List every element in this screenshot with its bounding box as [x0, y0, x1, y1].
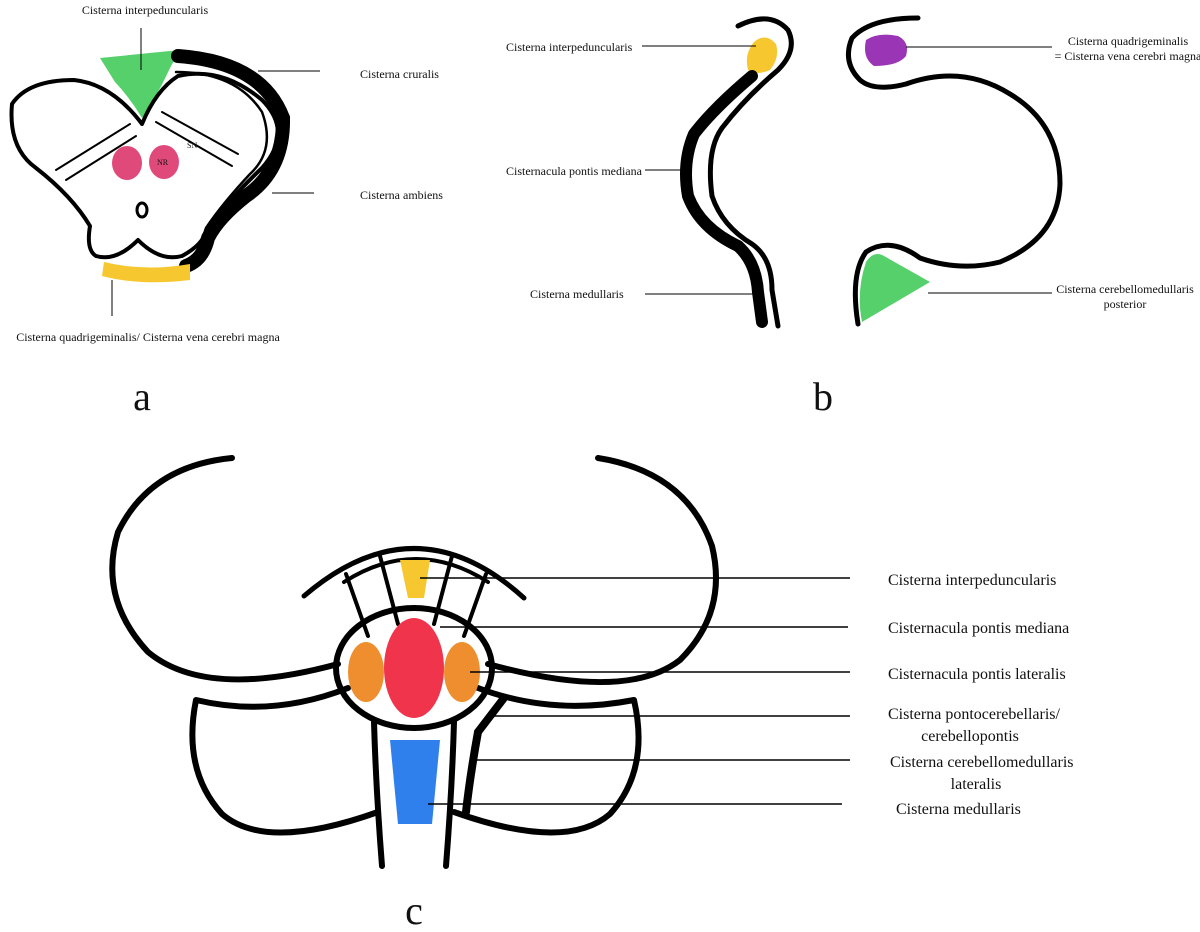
b-dorsal-outline [845, 15, 1063, 327]
c-medulla-right-wall [443, 719, 457, 869]
b-label-cerebellomedullaris-line1: Cisterna cerebellomedullaris [1056, 282, 1194, 296]
a-sn-label: SN [187, 141, 197, 150]
c-label-medullaris: Cisterna medullaris [896, 801, 1021, 818]
b-cerebellomedullary-cistern [859, 254, 930, 322]
b-label-interpeduncularis: Cisterna interpeduncularis [506, 40, 633, 54]
panel-a: NR SN Cisterna interpeduncularis Cistern… [9, 3, 443, 419]
a-ambient-cistern [179, 111, 291, 273]
c-pontine-lateral-cistern-right [444, 642, 480, 702]
c-left-hemisphere [109, 455, 341, 683]
a-aqueduct [135, 201, 149, 219]
c-label-interpeduncularis: Cisterna interpeduncularis [888, 572, 1056, 589]
c-label-pontis-lateralis: Cisternacula pontis lateralis [888, 666, 1066, 683]
c-label-cerebellomedullaris-line2: lateralis [951, 776, 1002, 793]
b-label-quadrigeminalis-line1: Cisterna quadrigeminalis [1068, 34, 1189, 48]
a-label-interpeduncularis: Cisterna interpeduncularis [82, 3, 209, 17]
a-midbrain-outline [9, 71, 280, 260]
c-pons-outline [333, 605, 495, 731]
panel-c: Cisterna interpeduncularis Cisternacula … [109, 455, 1073, 932]
a-internal-line-2 [65, 135, 137, 181]
b-label-quadrigeminalis-line2: = Cisterna vena cerebri magna [1055, 49, 1200, 63]
c-label-pontocerebellaris-line2: cerebellopontis [921, 728, 1019, 745]
c-pontine-median-cistern [384, 618, 444, 718]
a-quadrigeminal-cistern [102, 262, 190, 283]
c-medulla-left-wall [371, 719, 385, 869]
c-label-pontis-mediana: Cisternacula pontis mediana [888, 620, 1069, 637]
panel-c-letter: c [405, 888, 423, 932]
a-nr-label: NR [157, 158, 169, 167]
c-midbrain-arch-inner [342, 557, 490, 584]
a-label-cruralis: Cisterna cruralis [360, 67, 439, 81]
a-crural-cistern [171, 49, 290, 125]
a-label-ambiens: Cisterna ambiens [360, 188, 443, 202]
b-label-pontis-mediana: Cisternacula pontis mediana [506, 164, 643, 178]
b-ventral-outline [707, 16, 794, 329]
a-inner-contour [174, 70, 269, 230]
c-pontine-lateral-cistern-left [348, 642, 384, 702]
c-label-pontocerebellaris-line1: Cisterna pontocerebellaris/ [888, 706, 1060, 723]
c-peduncle-left-outer [344, 572, 370, 638]
c-label-cerebellomedullaris-line1: Cisterna cerebellomedullaris [890, 754, 1073, 771]
c-right-hemisphere [485, 455, 719, 686]
c-interpeduncular-cistern [400, 560, 430, 598]
b-interpeduncular-cistern [746, 37, 778, 73]
b-label-medullaris: Cisterna medullaris [530, 287, 624, 301]
a-internal-line-3 [155, 121, 233, 167]
a-internal-line-4 [161, 111, 239, 155]
b-quadrigeminal-cistern [865, 34, 907, 66]
b-label-cerebellomedullaris-line2: posterior [1104, 297, 1147, 311]
a-red-nucleus-right [149, 145, 179, 179]
c-left-cerebellum [189, 685, 381, 836]
b-pontine-median-cistern [680, 70, 758, 252]
b-medullary-cistern [732, 240, 768, 328]
c-right-cerebellum [451, 685, 642, 836]
a-interpeduncular-cistern [100, 50, 180, 118]
c-lateral-cerebellomedullary-cistern [462, 728, 482, 816]
a-label-quadrigeminalis: Cisterna quadrigeminalis/ Cisterna vena … [16, 330, 280, 344]
c-medullary-cistern [390, 740, 440, 824]
a-internal-line-1 [55, 123, 131, 171]
panel-b-letter: b [813, 374, 833, 419]
c-pontocerebellar-cistern [474, 694, 508, 736]
c-midbrain-arch-outer [301, 546, 527, 601]
panel-a-letter: a [133, 374, 151, 419]
a-red-nucleus-left [112, 146, 142, 180]
panel-b: Cisterna interpeduncularis Cisternacula … [506, 15, 1200, 419]
